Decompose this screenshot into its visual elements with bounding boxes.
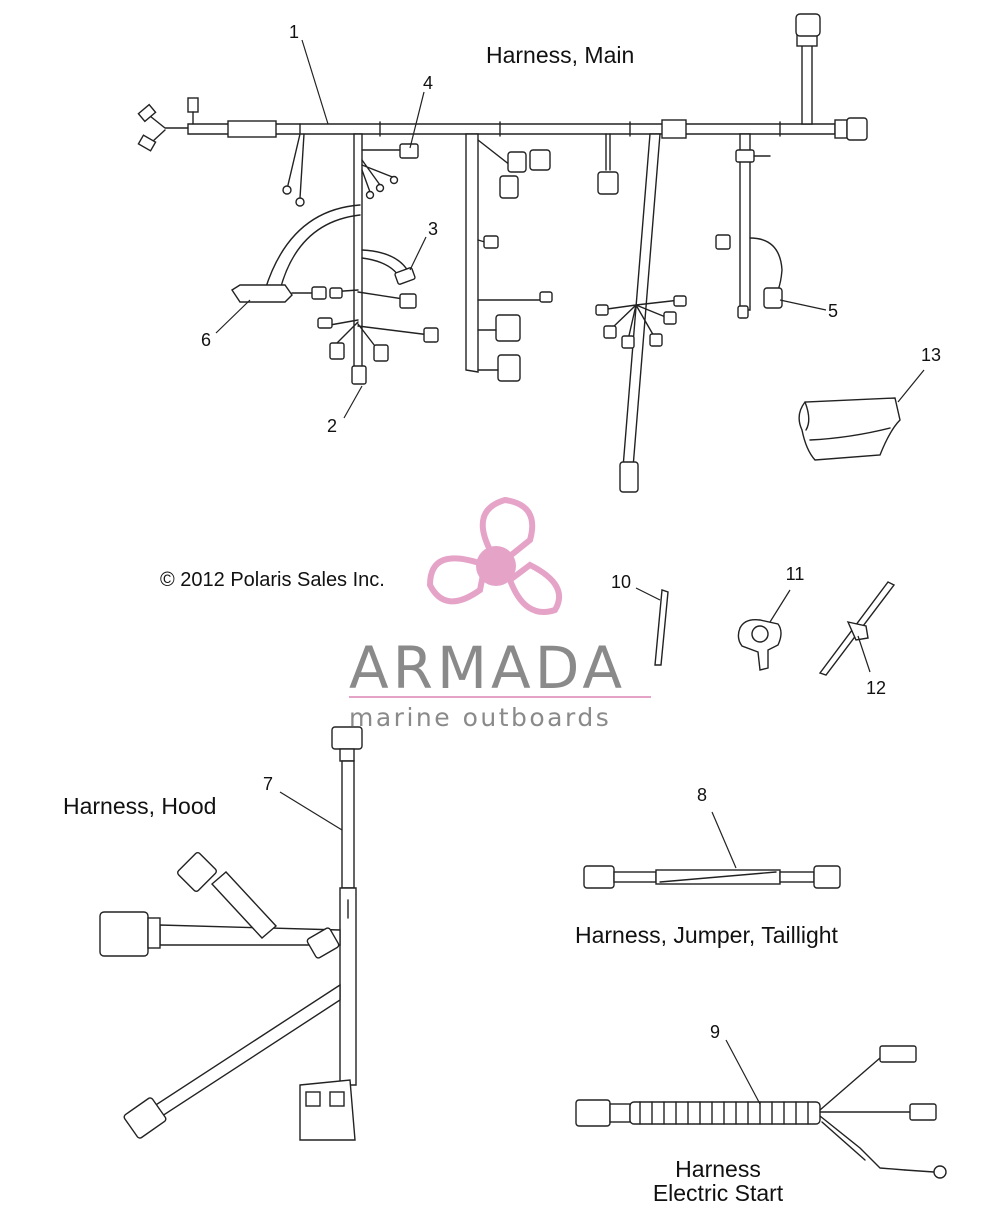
title-electric-start-line1: Harness (675, 1156, 761, 1182)
jumper-taillight-harness (583, 865, 841, 889)
watermark-tagline: marine outboards (349, 703, 612, 732)
cable-tie-10 (654, 589, 669, 666)
hood-harness (99, 726, 363, 1141)
callout-6: 6 (200, 330, 211, 350)
callout-8: 8 (696, 785, 707, 805)
main-harness (137, 13, 868, 493)
title-electric-start-line2: Electric Start (652, 1180, 784, 1206)
callout-1: 1 (288, 22, 299, 42)
callout-11: 11 (785, 564, 805, 584)
title-jumper-harness: Harness, Jumper, Taillight (575, 922, 838, 948)
callout-9: 9 (709, 1022, 720, 1042)
callout-12: 12 (865, 678, 887, 698)
callout-7: 7 (262, 774, 273, 794)
copyright-notice: © 2012 Polaris Sales Inc. (160, 569, 385, 591)
clip-11 (737, 618, 782, 671)
callout-13: 13 (920, 345, 942, 365)
callout-2: 2 (326, 416, 337, 436)
title-hood-harness: Harness, Hood (63, 793, 217, 819)
push-tie-12 (818, 581, 896, 676)
title-main-harness: Harness, Main (486, 42, 635, 68)
grommet-13 (798, 397, 901, 461)
callout-4: 4 (422, 73, 433, 93)
leader-lines (215, 39, 925, 1105)
callout-3: 3 (427, 219, 438, 239)
watermark-brand-name: ARMADA (349, 634, 627, 702)
callout-5: 5 (827, 301, 838, 321)
electric-start-harness (575, 1045, 947, 1179)
armada-logo-mark (349, 496, 651, 698)
callout-10: 10 (610, 572, 632, 592)
